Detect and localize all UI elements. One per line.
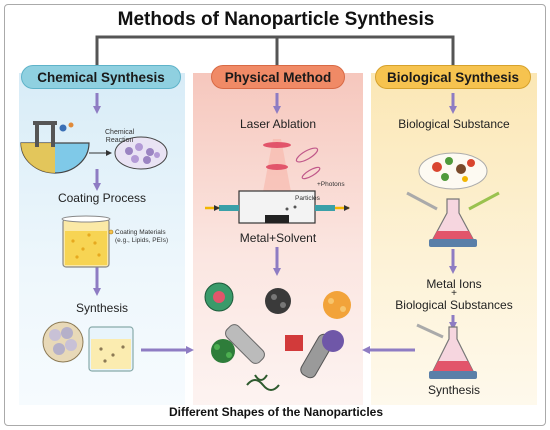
plant-extract-icon	[418, 152, 488, 190]
chemical-reaction-label: Chemical Reaction	[105, 129, 135, 145]
synthesis-beaker-icon	[88, 326, 134, 372]
coating-process-label: Coating Process	[57, 191, 147, 205]
title-connector	[95, 35, 455, 65]
nanoparticle-shapes-caption: Different Shapes of the Nanoparticles	[168, 405, 384, 419]
coating-marker-icon	[108, 229, 114, 235]
flow-arrows	[93, 93, 457, 354]
laser-ablation-label: Laser Ablation	[239, 117, 317, 131]
ablation-chamber-icon	[205, 190, 350, 224]
biological-synthesis-step-label: Synthesis	[427, 383, 481, 397]
coating-beaker-icon	[61, 215, 111, 268]
synthesis-flask-icon	[416, 323, 477, 379]
biological-synthesis-header: Biological Synthesis	[375, 65, 531, 89]
coating-materials-example: (e.g., Lipids, PEIs)	[115, 237, 169, 244]
plus-sign: +	[451, 288, 457, 299]
nanoparticle-shapes	[204, 282, 351, 391]
physical-method-header: Physical Method	[211, 65, 345, 89]
biological-substance-label: Biological Substance	[398, 117, 510, 131]
photons-label: +Photons	[317, 181, 345, 188]
biological-substances-label: Biological Substances	[395, 298, 513, 312]
chemical-synthesis-header: Chemical Synthesis	[21, 65, 181, 89]
coating-materials-label: Coating Materials	[115, 229, 166, 236]
chemical-synthesis-step-label: Synthesis	[75, 301, 129, 315]
particles-label: Particles	[295, 195, 320, 202]
diagram-frame: Methods of Nanoparticle Synthesis	[4, 4, 546, 426]
diagram-title: Methods of Nanoparticle Synthesis	[117, 9, 435, 30]
reaction-beaker-icon	[20, 121, 90, 174]
metal-ions-label: Metal Ions	[426, 277, 482, 291]
diagram-graphics	[20, 35, 500, 391]
nanoparticle-dish-icon	[114, 136, 168, 170]
metal-solvent-label: Metal+Solvent	[239, 231, 317, 245]
flask-on-stirrer-icon	[406, 191, 500, 247]
synthesis-particle-cluster-icon	[42, 321, 84, 363]
